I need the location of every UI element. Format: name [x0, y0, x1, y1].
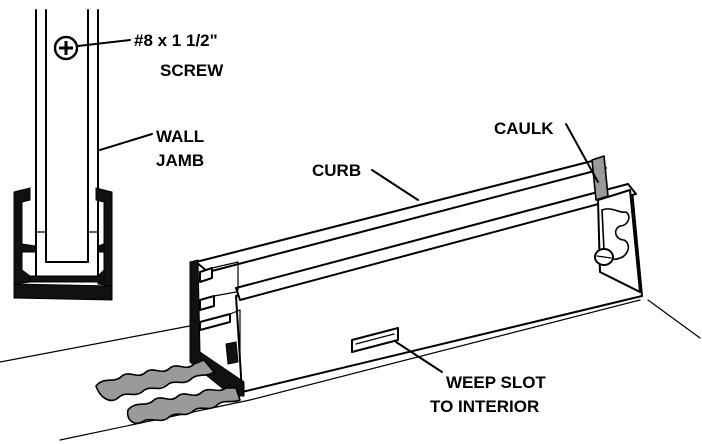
weep-slot-label-line2: TO INTERIOR [430, 397, 539, 416]
screw-label-line2: SCREW [160, 61, 224, 80]
weep-slot [351, 327, 399, 353]
curb-extrusion [189, 155, 643, 397]
wall-jamb [35, 9, 99, 263]
curb-label: CURB [312, 161, 361, 180]
screw-label-line1: #8 x 1 1/2" [134, 31, 218, 50]
wall-jamb-label-line2: JAMB [156, 151, 204, 170]
weep-slot-label-line1: WEEP SLOT [446, 373, 546, 392]
leader-lines [77, 39, 599, 373]
wall-jamb-label-line1: WALL [156, 127, 204, 146]
caulk-beads [95, 359, 241, 425]
phillips-screw-head-icon [53, 35, 79, 61]
floor-lines [0, 299, 701, 441]
jamb-curb-section [13, 187, 113, 301]
caulk-label: CAULK [494, 119, 554, 138]
